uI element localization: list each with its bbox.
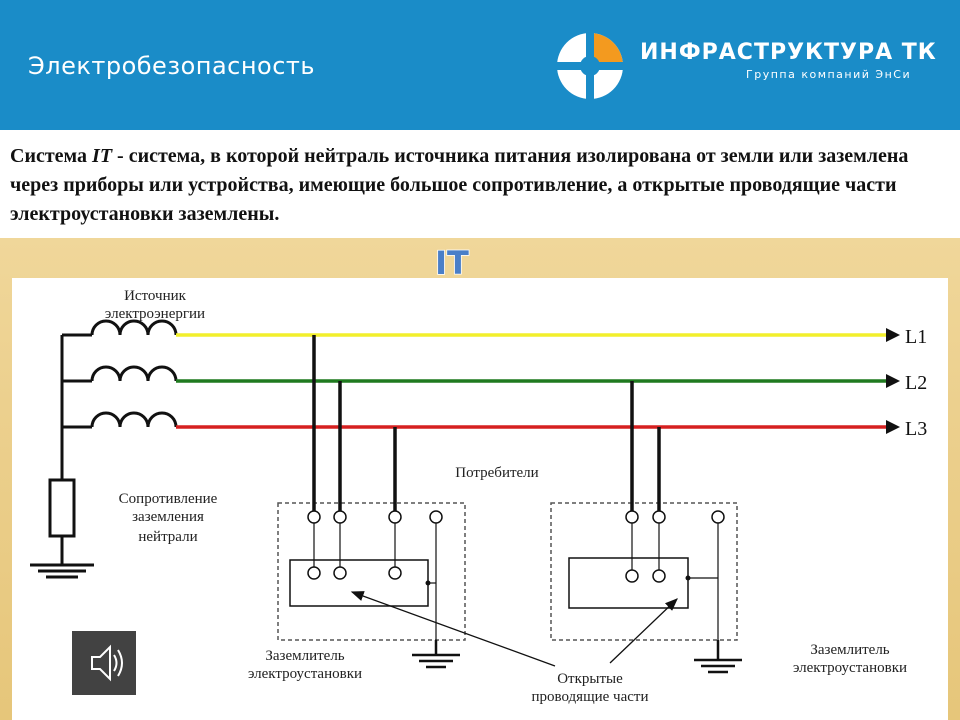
consumer-1 [277, 335, 466, 669]
logo-name: ИНФРАСТРУКТУРА ТК [640, 40, 937, 65]
source-label-2: электроэнергии [105, 306, 205, 322]
definition-text: Система IT - система, в которой нейтраль… [10, 142, 955, 229]
resistance-label-2: заземления [132, 509, 204, 525]
diagram-panel [12, 278, 948, 720]
definition-intro: Система [10, 145, 93, 167]
consumer-2 [550, 381, 742, 674]
line-l1-label: L1 [905, 326, 927, 348]
ground1-label-1: Заземлитель [265, 648, 344, 664]
definition-body: - система, в которой нейтраль источника … [10, 145, 909, 225]
consumers-label: Потребители [455, 465, 538, 481]
speaker-button[interactable] [72, 631, 136, 695]
exposed-parts-label-2: проводящие части [531, 689, 648, 705]
ground1-label-2: электроустановки [248, 666, 362, 682]
ground2-label-1: Заземлитель [810, 642, 889, 658]
resistance-label-3: нейтрали [138, 529, 197, 545]
line-l3-label: L3 [905, 418, 927, 440]
speaker-icon [91, 644, 123, 682]
logo-subtitle: Группа компаний ЭнСи [746, 68, 912, 81]
source-label-1: Источник [124, 288, 187, 304]
exposed-parts-label-1: Открытые [557, 671, 623, 687]
definition-term: IT [92, 145, 113, 167]
page-title: Электробезопасность [28, 52, 316, 80]
resistance-label-1: Сопротивление [119, 491, 218, 507]
ground2-label-2: электроустановки [793, 660, 907, 676]
header-bar: Электробезопасность ИНФРАСТРУКТУРА ТК Гр… [0, 0, 960, 130]
line-l2-label: L2 [905, 372, 927, 394]
diagram-title: IT [435, 244, 469, 282]
logo-icon [556, 32, 624, 100]
